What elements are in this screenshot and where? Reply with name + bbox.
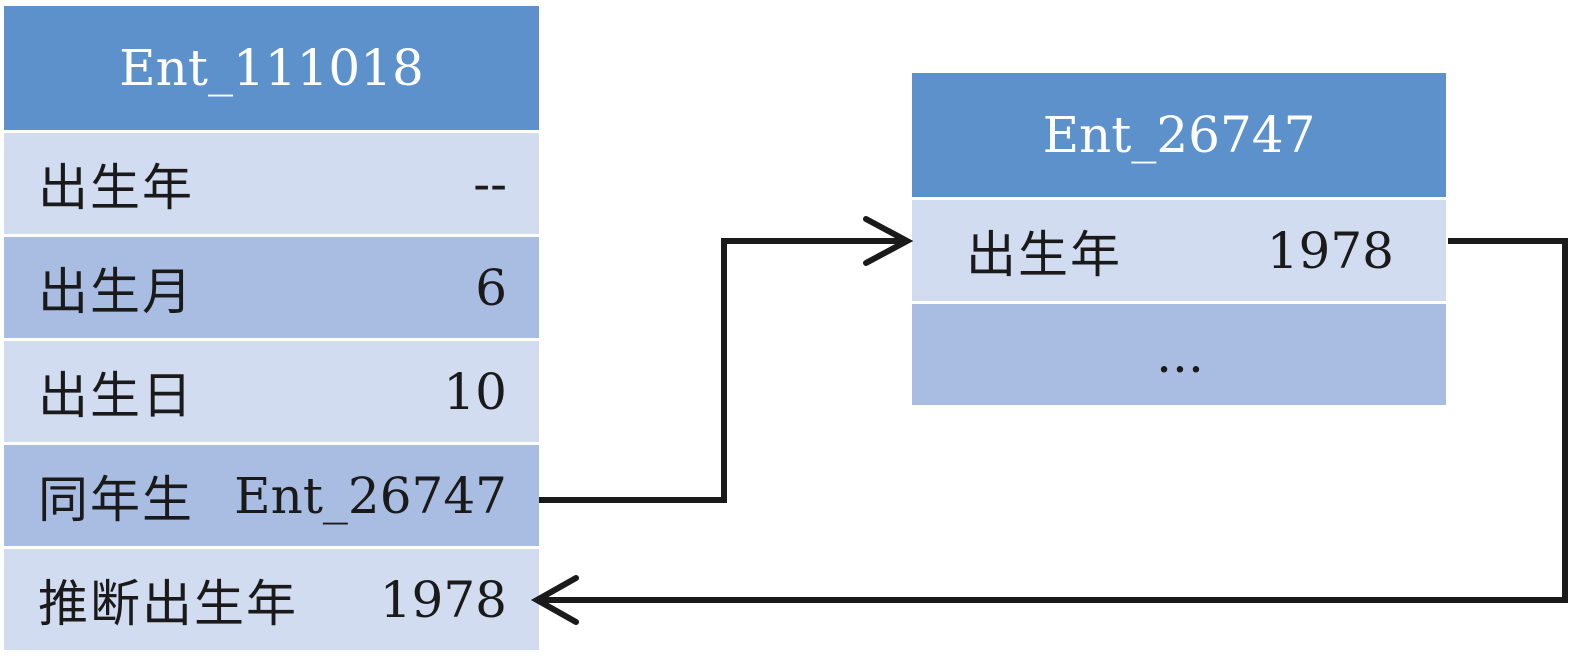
attribute-row-birth-year: 出生年 -- <box>4 133 539 234</box>
attribute-value: Ent_26747 <box>234 466 507 525</box>
attribute-label: 出生年 <box>966 225 1122 284</box>
arrowhead-left-icon <box>530 575 579 625</box>
entity-table-ent-111018: Ent_111018 出生年 -- 出生月 6 出生日 10 同年生 Ent_2… <box>4 6 539 650</box>
link-arrow-same-year <box>539 238 905 503</box>
attribute-row-birth-month: 出生月 6 <box>4 237 539 338</box>
attribute-value: 10 <box>443 362 507 421</box>
attribute-row-birth-day: 出生日 10 <box>4 341 539 442</box>
entity-title: Ent_111018 <box>4 6 539 130</box>
attribute-row-inferred-birth-year: 推断出生年 1978 <box>4 549 539 650</box>
ellipsis: ... <box>1156 325 1204 384</box>
attribute-label: 出生日 <box>38 366 194 425</box>
attribute-value: 6 <box>475 258 507 317</box>
arrowhead-right-icon <box>863 216 914 266</box>
more-attributes-row: ... <box>912 304 1446 405</box>
attribute-row-same-year: 同年生 Ent_26747 <box>4 445 539 546</box>
attribute-value: 1978 <box>1266 221 1394 280</box>
entity-table-ent-26747: Ent_26747 出生年 1978 ... <box>912 73 1446 405</box>
attribute-label: 出生月 <box>38 262 194 321</box>
attribute-label: 出生年 <box>38 158 194 217</box>
attribute-label: 推断出生年 <box>38 574 298 633</box>
attribute-value: 1978 <box>379 570 507 629</box>
attribute-label: 同年生 <box>38 470 194 529</box>
entity-title: Ent_26747 <box>912 73 1446 197</box>
attribute-row-birth-year: 出生年 1978 <box>912 200 1446 301</box>
attribute-value: -- <box>473 154 507 213</box>
